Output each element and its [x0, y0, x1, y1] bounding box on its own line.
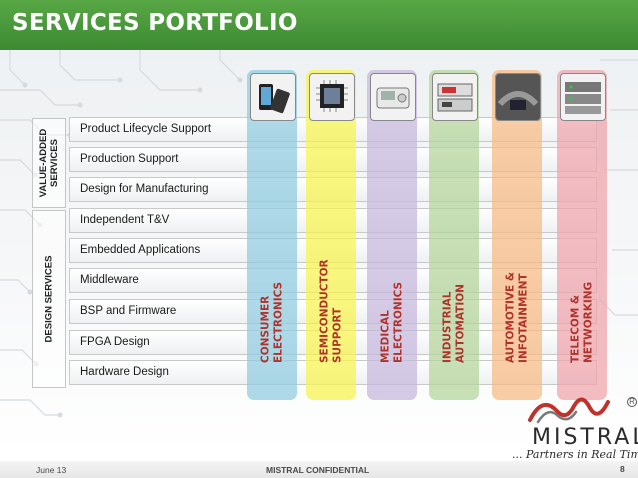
- domain-column: [306, 70, 356, 400]
- mistral-logo: R MISTRAL ... Partners in Real Time: [508, 392, 638, 461]
- group-design-services: DESIGN SERVICES: [32, 210, 66, 388]
- service-label: BSP and Firmware: [80, 305, 177, 317]
- group-label-line: VALUE-ADDED: [38, 128, 49, 198]
- domain-label-line: MEDICAL: [379, 310, 392, 363]
- group-value-added: VALUE-ADDED SERVICES: [32, 118, 66, 208]
- group-label-line: DESIGN SERVICES: [43, 255, 55, 343]
- domain-label-line: AUTOMOTIVE &: [504, 272, 517, 363]
- domain-label-line: TELECOM &: [569, 294, 582, 363]
- domain-column: [367, 70, 417, 400]
- footer-confidential: MISTRAL CONFIDENTIAL: [266, 465, 370, 475]
- domain-column: [429, 70, 479, 400]
- service-label: Middleware: [80, 274, 139, 286]
- footer-bar: [0, 461, 638, 478]
- network-equipment-icon: [560, 73, 606, 121]
- wave-logo-icon: [528, 397, 610, 424]
- domain-column: [557, 70, 607, 400]
- group-label-line: SERVICES: [49, 139, 60, 187]
- blood-pressure-monitor-icon: [370, 73, 416, 121]
- service-label: Product Lifecycle Support: [80, 123, 212, 135]
- logo-tagline: ... Partners in Real Time: [512, 448, 638, 461]
- page-number: 8: [620, 464, 625, 474]
- service-label: Production Support: [80, 153, 179, 165]
- control-panel-icon: [432, 73, 478, 121]
- page-title: SERVICES PORTFOLIO: [12, 10, 298, 36]
- logo-wordmark: MISTRAL: [532, 425, 638, 450]
- footer-date: June 13: [36, 465, 67, 475]
- registered-mark: R: [627, 397, 637, 407]
- domain-label-line: CONSUMER: [259, 295, 272, 363]
- domain-label-line: NETWORKING: [582, 281, 594, 363]
- domain-label-line: INFOTAINMENT: [517, 273, 529, 363]
- group-label-design-services: DESIGN SERVICES: [44, 256, 55, 343]
- group-label-value-added: VALUE-ADDED SERVICES: [38, 129, 60, 197]
- domain-label-line: AUTOMATION: [454, 284, 466, 363]
- service-label: Design for Manufacturing: [80, 183, 209, 195]
- service-label: Embedded Applications: [80, 244, 201, 256]
- title-banner: SERVICES PORTFOLIO: [0, 0, 638, 50]
- domain-label-line: SUPPORT: [331, 307, 343, 363]
- service-label: Hardware Design: [80, 366, 169, 378]
- domain-column: [492, 70, 542, 400]
- car-dashboard-icon: [495, 73, 541, 121]
- domain-label-line: ELECTRONICS: [392, 281, 404, 363]
- chip-icon: [309, 73, 355, 121]
- domain-label-line: INDUSTRIAL: [441, 291, 454, 363]
- service-label: FPGA Design: [80, 336, 150, 348]
- domain-column: [247, 70, 297, 400]
- domain-label-line: SEMICONDUCTOR: [318, 259, 331, 363]
- service-label: Independent T&V: [80, 214, 170, 226]
- smartphone-icon: [250, 73, 296, 121]
- domain-label-line: ELECTRONICS: [272, 281, 284, 363]
